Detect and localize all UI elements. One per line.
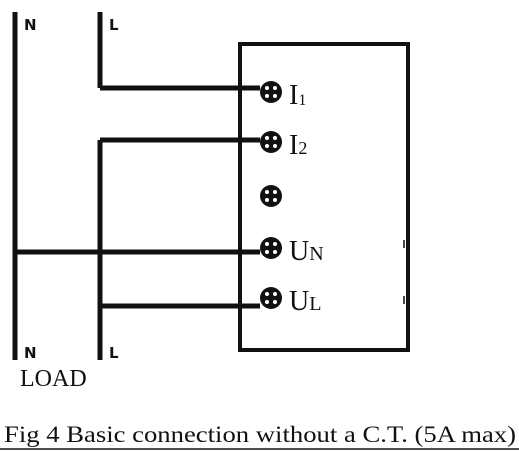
meter-box <box>238 42 410 352</box>
top-neutral-label: N <box>24 16 37 34</box>
load-label: LOAD <box>20 366 87 392</box>
terminal-ul-label: UL <box>289 286 321 317</box>
top-line-label: L <box>109 16 119 34</box>
terminal-i2: I2 <box>260 130 307 161</box>
terminal-un-label: UN <box>289 236 324 267</box>
bottom-line-label: L <box>109 344 119 362</box>
terminal-ul: UL <box>260 286 321 317</box>
bottom-neutral-label: N <box>24 344 37 362</box>
terminal-un: UN <box>260 236 324 267</box>
terminal-unused <box>260 185 282 207</box>
terminal-i1-label: I1 <box>289 80 306 111</box>
figure-caption: Fig 4 Basic connection without a C.T. (5… <box>4 422 516 447</box>
terminal-i2-label: I2 <box>289 130 307 161</box>
terminal-i1: I1 <box>260 80 306 111</box>
